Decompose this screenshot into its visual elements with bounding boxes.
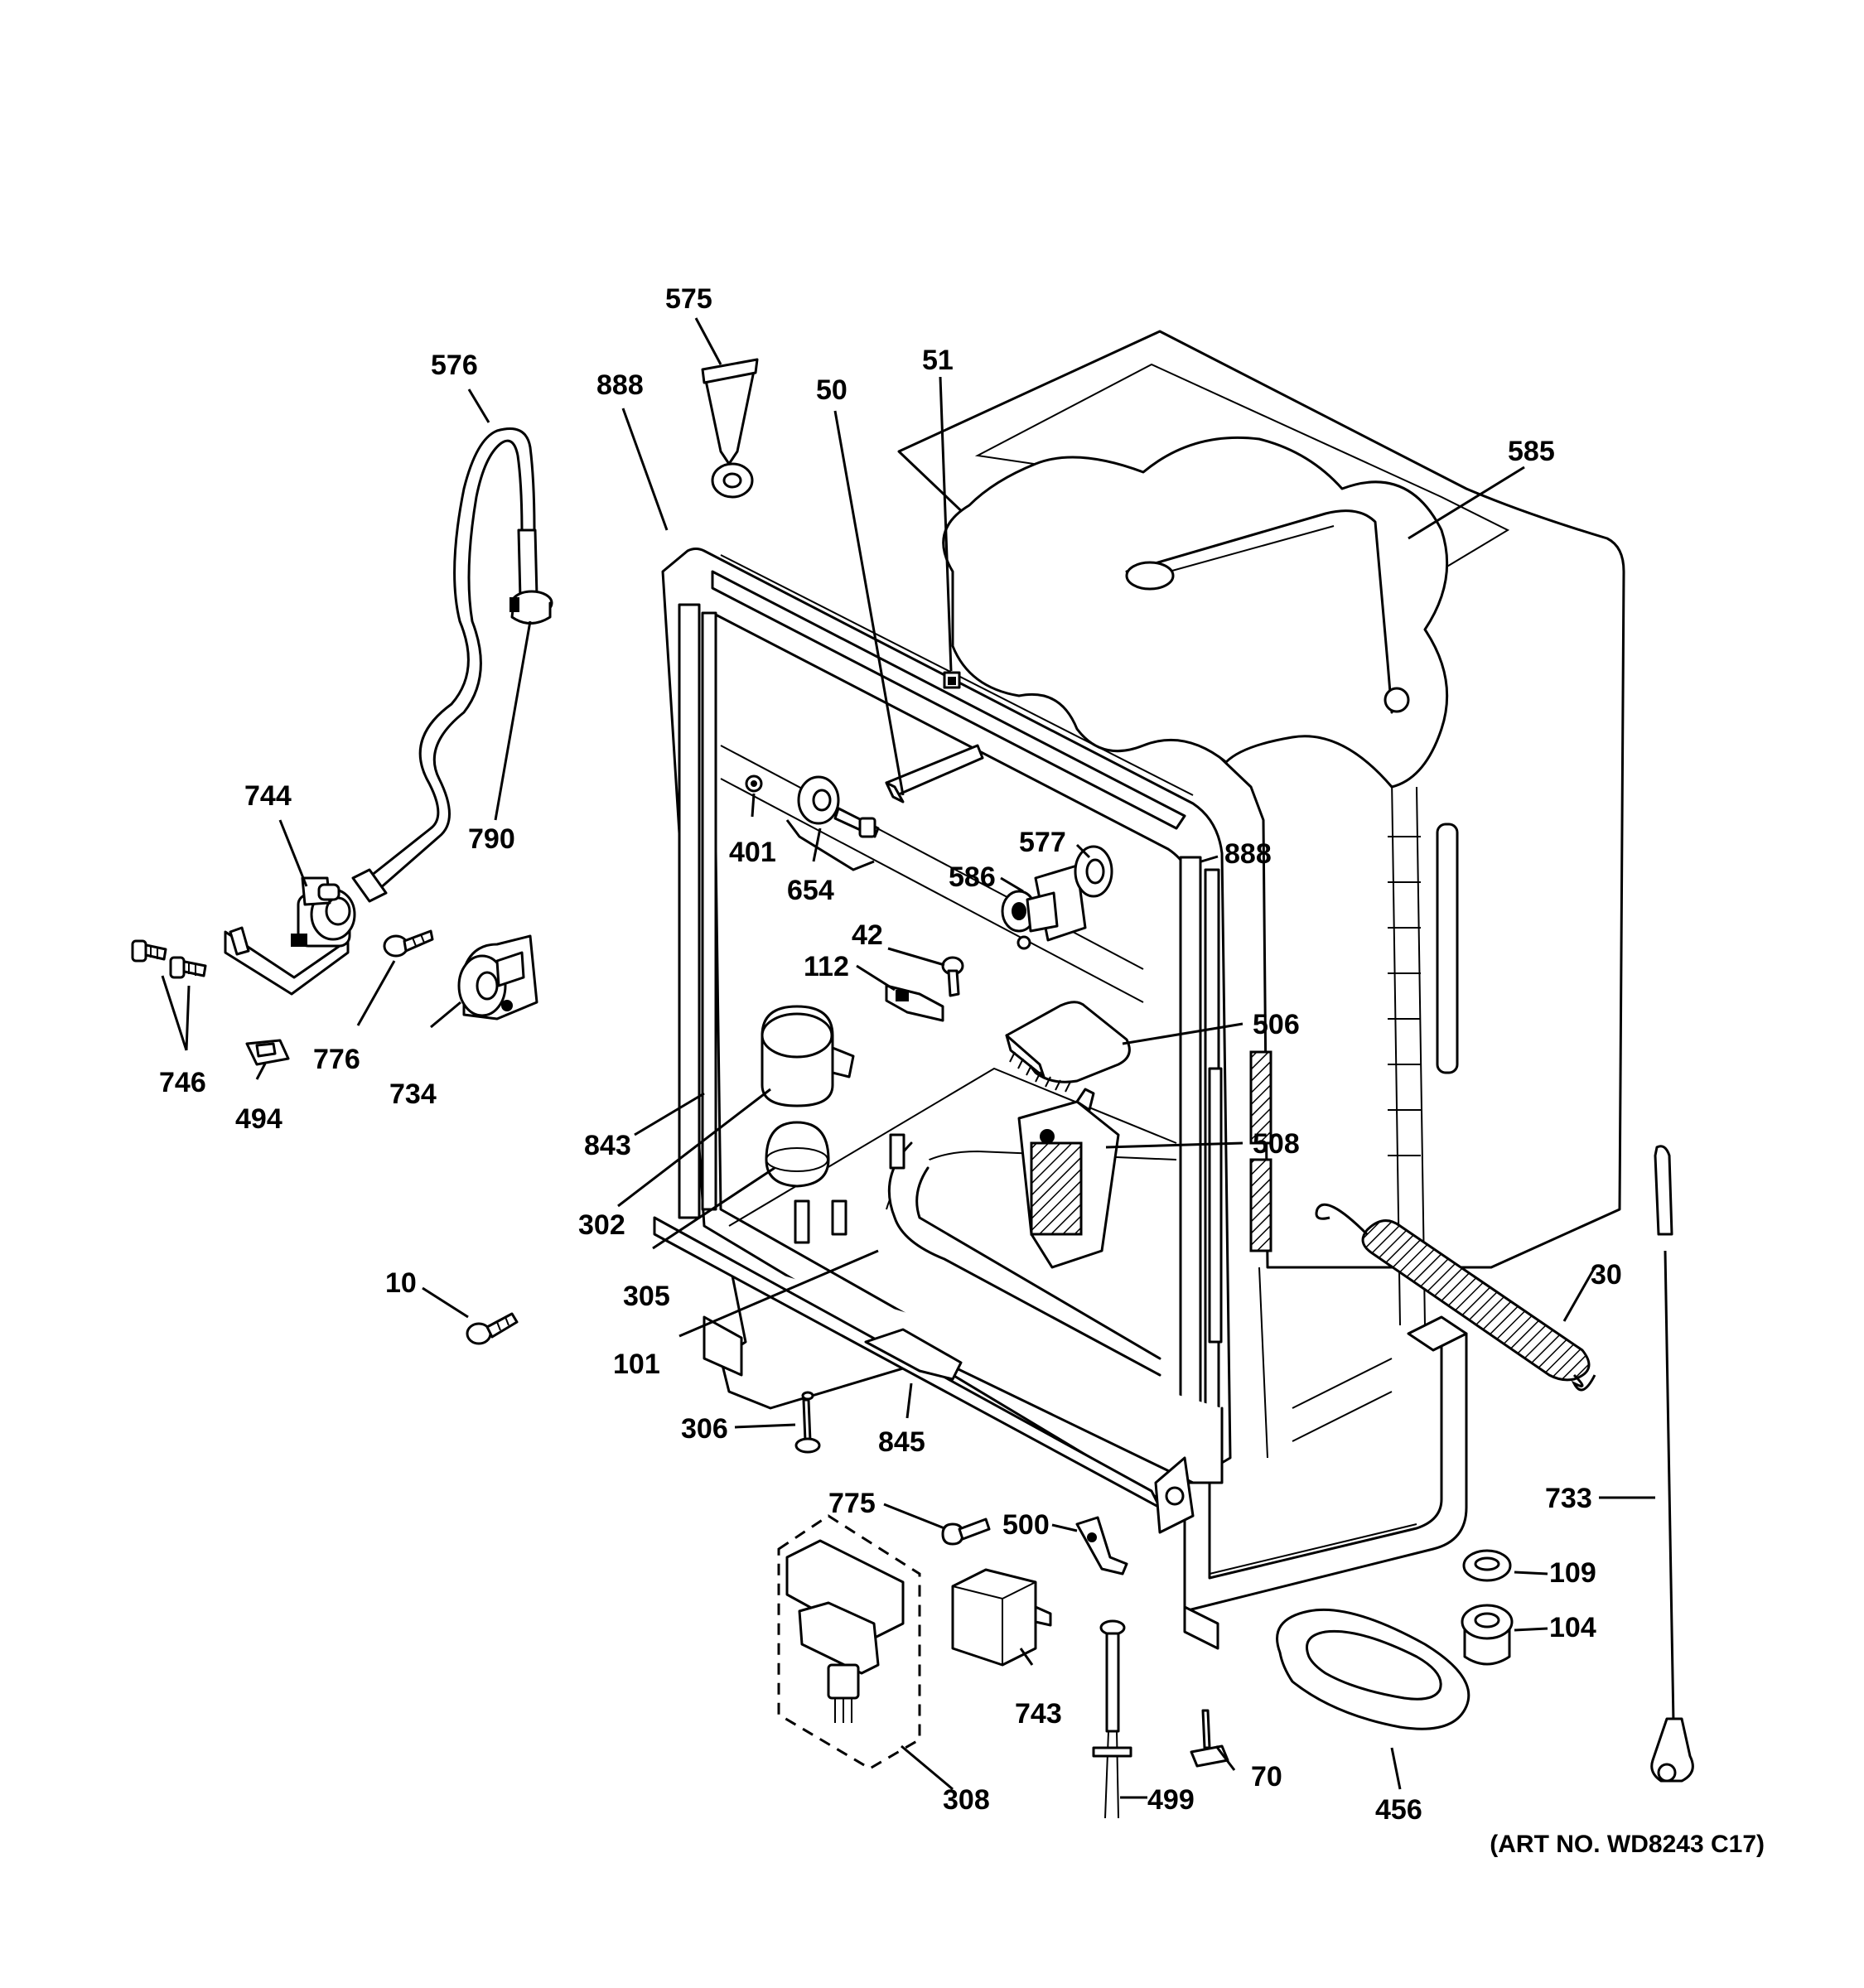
part-506-filter-screen: [1005, 1001, 1131, 1093]
callout-744: 744: [244, 780, 292, 812]
tub-assembly: [653, 330, 1625, 1650]
part-308-latch-assembly: [777, 1514, 921, 1770]
callout-456: 456: [1375, 1794, 1422, 1826]
left-gasket: [678, 603, 701, 1219]
part-494-clip: [245, 1039, 290, 1066]
tub-side-rungs: [1388, 836, 1421, 1156]
part-508-filter-basket: [1017, 1088, 1120, 1269]
rack-stop-lower: [1249, 1158, 1272, 1252]
callout-51: 51: [922, 345, 954, 376]
part-302-pump-cover: [761, 1005, 855, 1107]
base-front-leg: [1183, 1605, 1219, 1650]
part-456-oval-gasket: [1276, 1608, 1470, 1730]
callout-746: 746: [159, 1067, 206, 1098]
callout-888-lower: 888: [1224, 838, 1272, 870]
part-104-nut: [1461, 1604, 1514, 1666]
tub-lower-panel: [1258, 1267, 1393, 1459]
callout-506: 506: [1253, 1009, 1300, 1040]
callout-306: 306: [681, 1413, 728, 1445]
callout-575: 575: [665, 283, 712, 315]
part-654-wheel-kit: [785, 775, 880, 871]
callout-888: 888: [596, 369, 644, 401]
part-775-screw: [941, 1518, 991, 1546]
callout-775: 775: [828, 1488, 876, 1519]
part-500-bracket: [1075, 1516, 1128, 1575]
base-bracket-left: [703, 1315, 743, 1377]
spray-arm: [1125, 509, 1410, 714]
callout-labels: 575 576 888 50 51 585 744 790 401 654 57…: [159, 283, 1622, 1826]
part-51-tab: [943, 671, 961, 689]
part-306-stud: [794, 1391, 821, 1454]
part-401-screw: [745, 774, 763, 793]
part-30-door-spring: [1315, 1203, 1596, 1392]
part-305-dome-cap: [765, 1121, 830, 1188]
part-743-module: [951, 1568, 1052, 1667]
callout-70: 70: [1251, 1761, 1282, 1793]
part-734-motor-assembly: [457, 934, 538, 1021]
callout-508: 508: [1253, 1128, 1300, 1160]
callout-101: 101: [613, 1349, 660, 1380]
callout-308: 308: [943, 1784, 990, 1816]
part-50-bracket: [885, 744, 984, 803]
part-499-sensor: [1092, 1619, 1132, 1819]
part-586-inlet-fitting: [1001, 864, 1087, 950]
callout-585: 585: [1508, 436, 1555, 467]
callout-494: 494: [235, 1103, 282, 1135]
top-channel: [711, 570, 1186, 830]
part-733-door-cable: [1650, 1145, 1694, 1783]
callout-790: 790: [468, 823, 515, 855]
callout-734: 734: [389, 1078, 437, 1110]
part-746-screws: [131, 939, 207, 979]
callout-743: 743: [1015, 1698, 1062, 1730]
callout-845: 845: [878, 1426, 925, 1458]
base-u-frame: [1183, 1332, 1468, 1613]
leader-lines: [161, 317, 1655, 1799]
part-790-hose-clamp: [509, 590, 553, 625]
part-776-screw: [383, 929, 434, 958]
callout-654: 654: [787, 875, 834, 906]
part-70-stud: [1190, 1709, 1229, 1768]
part-10-screw: [466, 1312, 519, 1345]
callout-30: 30: [1591, 1259, 1622, 1291]
part-845-deflector: [864, 1328, 963, 1381]
callout-42: 42: [852, 919, 883, 951]
right-gasket: [1179, 856, 1202, 1439]
callout-733: 733: [1545, 1483, 1592, 1514]
rack-stop-upper: [1249, 1050, 1272, 1145]
callout-499: 499: [1147, 1784, 1195, 1816]
callout-302: 302: [578, 1209, 625, 1241]
callout-10: 10: [385, 1267, 417, 1299]
part-109-washer: [1462, 1549, 1512, 1582]
callout-305: 305: [623, 1281, 670, 1312]
part-577-gasket: [1074, 845, 1113, 898]
part-575-vent-duct: [701, 358, 759, 499]
callout-577: 577: [1019, 827, 1066, 858]
callout-586: 586: [949, 861, 996, 893]
floor-pins: [794, 1133, 905, 1244]
tub-side-slot: [1436, 823, 1459, 1074]
art-number: (ART NO. WD8243 C17): [1490, 1831, 1765, 1858]
callout-843: 843: [584, 1130, 631, 1161]
part-744-water-valve: [224, 876, 356, 996]
callout-500: 500: [1002, 1509, 1050, 1541]
callout-50: 50: [816, 374, 847, 406]
callout-576: 576: [431, 350, 478, 381]
callout-112: 112: [804, 951, 849, 982]
callout-104: 104: [1549, 1612, 1596, 1643]
callout-109: 109: [1549, 1557, 1596, 1589]
part-112-clip: [885, 984, 944, 1022]
part-42-screw: [941, 956, 964, 997]
callout-776: 776: [313, 1044, 360, 1075]
callout-401: 401: [729, 837, 776, 868]
